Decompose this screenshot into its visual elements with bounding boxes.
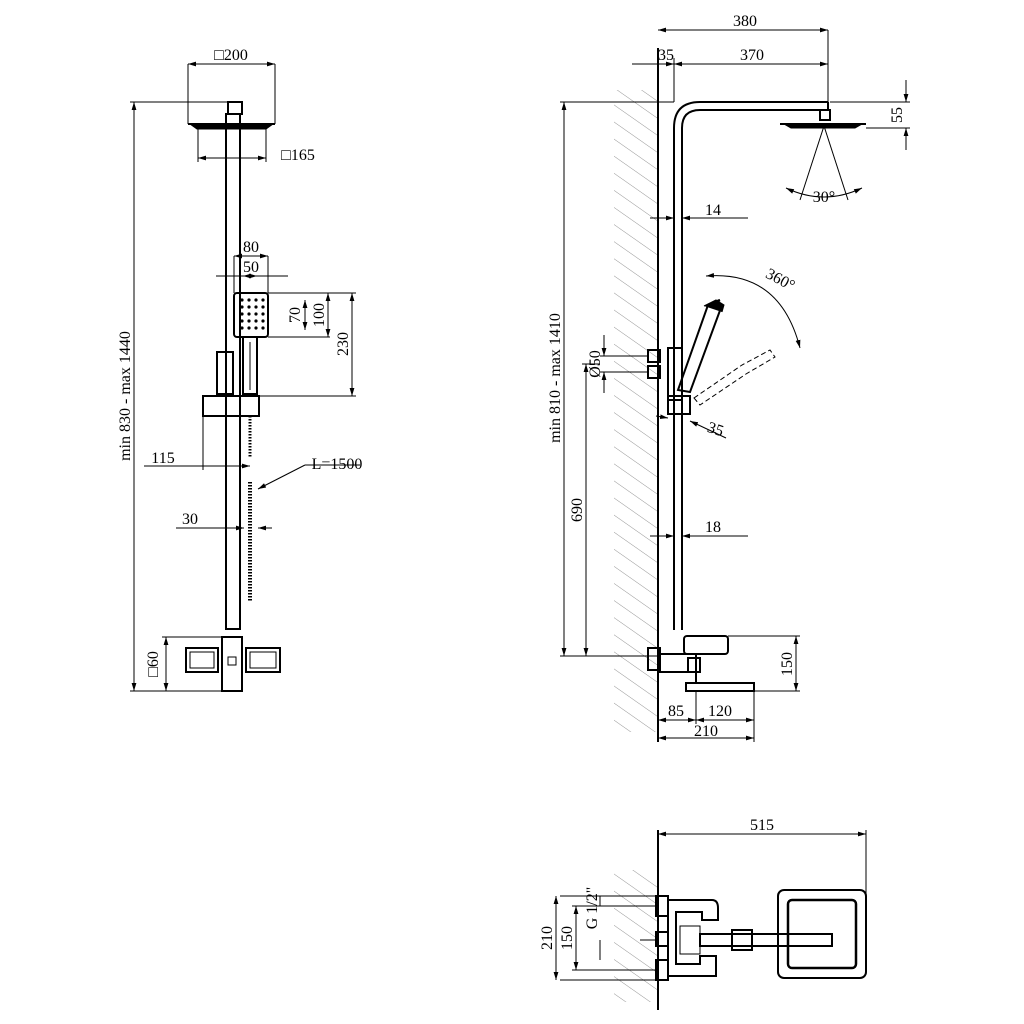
dim-hand-width: 80 — [243, 239, 259, 256]
wall-bracket-upper — [667, 347, 683, 401]
front-view — [130, 61, 360, 692]
mixer-top — [683, 635, 729, 655]
dim-35-holder: 35 — [705, 419, 725, 440]
dim-85: 85 — [668, 703, 684, 720]
dim-height-side: min 810 - max 1410 — [547, 313, 564, 443]
dim-380: 380 — [733, 13, 757, 30]
dim-diameter: Ø50 — [587, 350, 604, 378]
hand-shower-handle — [242, 336, 258, 395]
dim-515: 515 — [750, 817, 774, 834]
dim-210-side: 210 — [694, 723, 718, 740]
holder-bracket — [216, 351, 234, 395]
side-holder — [667, 395, 691, 415]
column-arm — [673, 101, 828, 630]
mixer-right — [245, 647, 281, 673]
dim-150-mixer: 150 — [779, 652, 796, 676]
mixer-side-body — [659, 653, 697, 673]
dim-360: 360° — [763, 265, 798, 294]
dim-head-square: □200 — [214, 47, 248, 64]
dim-height-front: min 830 - max 1440 — [117, 331, 134, 461]
dim-14: 14 — [705, 202, 721, 219]
dim-120: 120 — [708, 703, 732, 720]
spout — [685, 682, 755, 692]
labels: □200 □165 80 50 70 100 230 min 830 - max… — [117, 13, 906, 950]
dim-100: 100 — [311, 303, 328, 327]
arm-top-view — [699, 933, 833, 947]
dim-150-top: 150 — [559, 926, 576, 950]
dim-hand-inner: 50 — [243, 259, 259, 276]
slide-holder — [202, 395, 260, 417]
dim-210-top: 210 — [539, 926, 556, 950]
mixer-top-view — [667, 899, 719, 977]
dim-55: 55 — [889, 107, 906, 123]
dim-70: 70 — [287, 307, 304, 323]
dim-thread: G 1/2" — [584, 887, 601, 930]
head-top-outer — [777, 889, 867, 979]
dim-mixer-square: □60 — [145, 651, 162, 677]
dim-690: 690 — [569, 498, 586, 522]
hand-shower-side — [676, 304, 724, 394]
wall-hatch — [614, 90, 658, 732]
top-view — [553, 830, 867, 1010]
head-connector — [227, 101, 243, 115]
dim-230: 230 — [335, 332, 352, 356]
mixer-left — [185, 647, 219, 673]
side-view — [560, 27, 910, 742]
dim-370: 370 — [740, 47, 764, 64]
head-joint — [819, 109, 831, 121]
wall-hatch-top — [614, 870, 658, 1002]
dim-115: 115 — [151, 450, 174, 467]
head-top-inner — [786, 898, 858, 970]
hand-shower-rotated — [693, 349, 776, 406]
dim-angle: 30° — [813, 189, 835, 206]
dim-18: 18 — [705, 519, 721, 536]
main-column — [225, 113, 241, 630]
dim-head-inner: □165 — [281, 147, 315, 164]
dim-30: 30 — [182, 511, 198, 528]
mixer-body — [221, 636, 243, 692]
dim-hose: L=1500 — [312, 456, 363, 473]
dim-35-wall: 35 — [658, 47, 674, 64]
hand-shower-nozzles — [240, 298, 265, 330]
